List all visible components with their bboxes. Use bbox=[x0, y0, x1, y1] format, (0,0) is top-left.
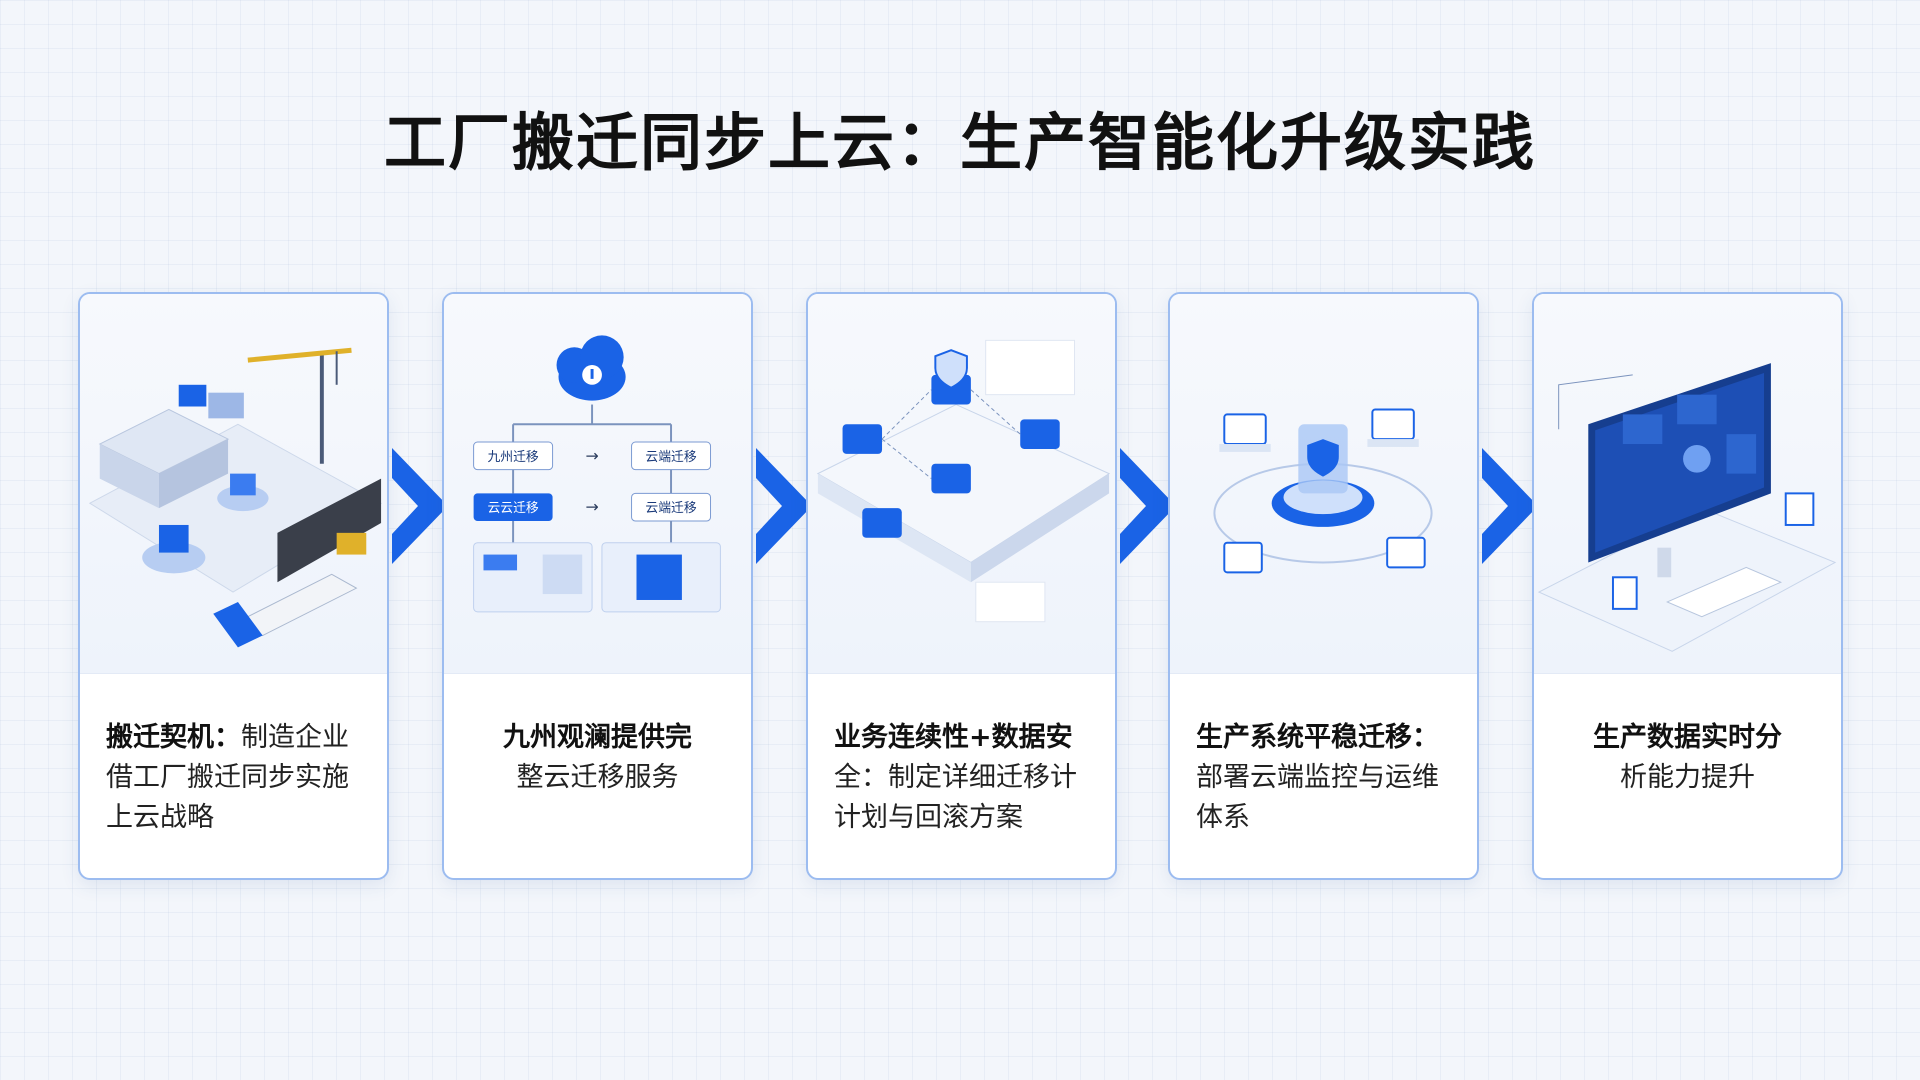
shield-icon bbox=[1298, 424, 1348, 494]
step-body-1: 制造企业借工厂搬迁同步实施上云战略 bbox=[106, 722, 349, 833]
step-card-3: 业务连续性+数据安全：制定详细迁移计计划与回滚方案 bbox=[806, 292, 1117, 880]
arrow-right-icon bbox=[1120, 448, 1176, 564]
step-text-4: 生产系统平稳迁移： 部署云端监控与运维体系 bbox=[1170, 674, 1477, 838]
step-body-3: 全：制定详细迁移计计划与回滚方案 bbox=[834, 762, 1077, 833]
shield-icon bbox=[842, 349, 1060, 538]
page-title: 工厂搬迁同步上云：生产智能化升级实践 bbox=[383, 106, 1536, 179]
arrow-right-icon bbox=[756, 448, 812, 564]
step-card-5: 生产数据实时分析能力提升 bbox=[1532, 292, 1843, 880]
step-card-4: 生产系统平稳迁移： 部署云端监控与运维体系 bbox=[1168, 292, 1479, 880]
flow-box-2: 云端迁移 bbox=[645, 450, 696, 465]
flow-box-3: 云云迁移 bbox=[487, 501, 538, 516]
data-analytics-illustration bbox=[1534, 294, 1841, 674]
migration-flow-illustration: 九州迁移 → 云端迁移 云云迁移 → 云端迁移 bbox=[444, 294, 751, 674]
factory-relocation-illustration bbox=[80, 294, 387, 674]
arrow-right-icon bbox=[392, 448, 448, 564]
cloud-upload-icon bbox=[556, 335, 626, 401]
step-heading-4: 生产系统平稳迁移： bbox=[1196, 722, 1439, 753]
step-heading-3: 业务连续性+数据安 bbox=[834, 722, 1073, 753]
flow-arrow-3 bbox=[1120, 448, 1176, 564]
monitor-icon bbox=[1588, 363, 1771, 578]
step-body-4: 部署云端监控与运维体系 bbox=[1196, 762, 1439, 833]
step-body-2: 整云迁移服务 bbox=[516, 762, 679, 793]
step-text-5: 生产数据实时分析能力提升 bbox=[1534, 674, 1841, 798]
flow-arrow-1 bbox=[392, 448, 448, 564]
step-heading-1: 搬迁契机： bbox=[106, 722, 241, 753]
step-card-1: 搬迁契机：制造企业借工厂搬迁同步实施上云战略 bbox=[78, 292, 389, 880]
business-continuity-illustration bbox=[808, 294, 1115, 674]
flow-arrow-4 bbox=[1482, 448, 1538, 564]
monitoring-illustration bbox=[1170, 294, 1477, 674]
svg-text:→: → bbox=[585, 446, 598, 465]
step-heading-5: 生产数据实时分 bbox=[1593, 722, 1782, 753]
step-card-2: 九州迁移 → 云端迁移 云云迁移 → 云端迁移 九州观澜提供完整云迁移服务 bbox=[442, 292, 753, 880]
step-text-3: 业务连续性+数据安全：制定详细迁移计计划与回滚方案 bbox=[808, 674, 1115, 838]
flow-box-1: 九州迁移 bbox=[487, 450, 538, 465]
step-body-5: 析能力提升 bbox=[1620, 762, 1755, 793]
arrow-right-icon bbox=[1482, 448, 1538, 564]
flow-arrow-2 bbox=[756, 448, 812, 564]
step-text-2: 九州观澜提供完整云迁移服务 bbox=[444, 674, 751, 798]
svg-text:→: → bbox=[585, 497, 598, 516]
step-text-1: 搬迁契机：制造企业借工厂搬迁同步实施上云战略 bbox=[80, 674, 387, 838]
crane-icon bbox=[88, 347, 383, 648]
flow-box-4: 云端迁移 bbox=[645, 501, 696, 516]
step-heading-2: 九州观澜提供完 bbox=[503, 722, 692, 753]
